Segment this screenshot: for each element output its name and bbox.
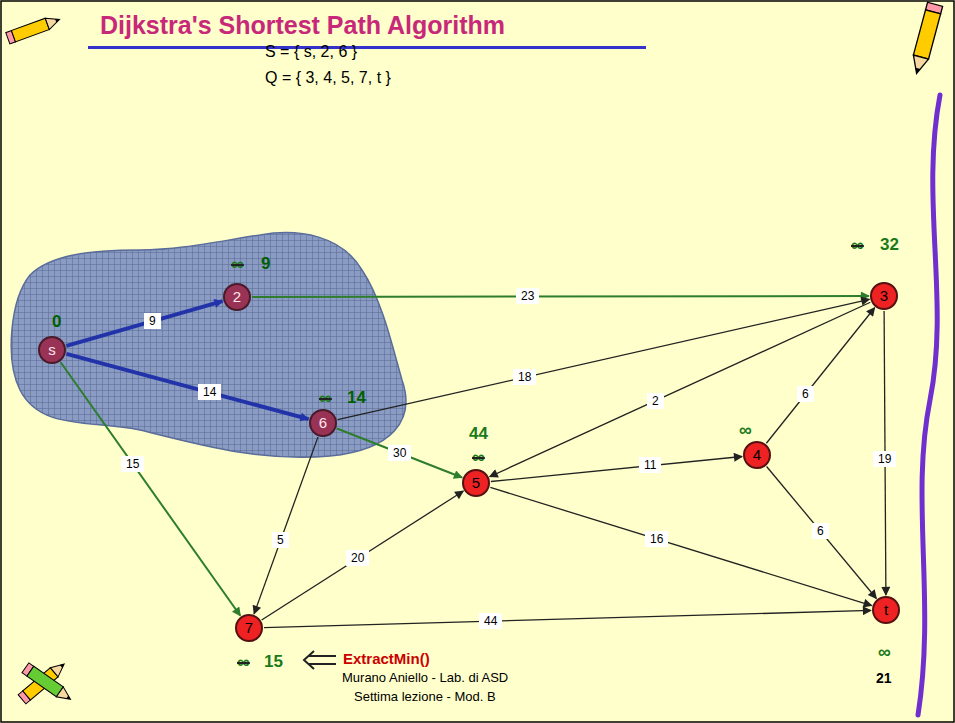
vertex-name: 6 <box>319 415 327 432</box>
vertex-name: 2 <box>233 289 241 306</box>
edge-weight: 20 <box>346 550 369 566</box>
vertex-name: 4 <box>753 447 761 464</box>
pencil-tip <box>56 687 74 704</box>
old-distance: ∞ <box>237 652 250 673</box>
slide-title: Dijkstra's Shortest Path Algorithm <box>100 11 505 40</box>
distance-value: 0 <box>52 312 61 332</box>
graph-edge <box>264 610 871 627</box>
graph-edge <box>337 428 462 477</box>
pencil-body <box>27 666 63 696</box>
distance-value: 14 <box>347 388 366 408</box>
title-underline <box>88 46 646 49</box>
distance-value: 44 <box>469 424 488 444</box>
pencil-body <box>913 10 940 59</box>
edge-weight: 5 <box>272 532 289 548</box>
edge-weight: 44 <box>479 613 502 629</box>
footer-text: Settima lezione - Mod. B <box>354 690 496 705</box>
footer-text: Murano Aniello - Lab. di ASD <box>342 671 508 686</box>
visited-set-cloud <box>11 233 406 458</box>
graph-vertex: 2 <box>223 283 251 311</box>
graph-edge <box>490 487 871 605</box>
graph-vertex: 3 <box>870 282 898 310</box>
graph-vertex: t <box>872 596 900 624</box>
set-s: S = { s, 2, 6 } <box>265 43 357 61</box>
old-distance: ∞ <box>472 447 485 468</box>
vertex-name: 5 <box>472 475 480 492</box>
pencil-icon <box>22 663 74 704</box>
old-distance: ∞ <box>319 388 332 409</box>
pencil-tip <box>50 659 68 677</box>
pencil-point <box>66 695 72 701</box>
graph-vertex: 7 <box>235 614 263 642</box>
distance-value: ∞ <box>878 642 891 663</box>
vertex-name: s <box>48 342 56 359</box>
old-distance: ∞ <box>231 254 244 275</box>
graph-edge <box>61 362 241 616</box>
graph-edge <box>262 491 464 620</box>
edge-weight: 15 <box>121 456 144 472</box>
pencil-tip <box>45 14 61 30</box>
pencil-tip <box>909 55 928 75</box>
graph-vertex: 6 <box>309 409 337 437</box>
pencil-body <box>11 18 49 42</box>
vertex-name: 7 <box>245 620 253 637</box>
edge-weight: 14 <box>198 384 221 400</box>
graph-vertex: 5 <box>462 469 490 497</box>
edge-weight: 2 <box>647 393 664 409</box>
graph-edge <box>252 295 869 298</box>
edge-weight: 30 <box>388 445 411 461</box>
set-q: Q = { 3, 4, 5, 7, t } <box>265 69 391 87</box>
vertex-name: t <box>884 602 888 619</box>
edge-weight: 18 <box>513 369 536 385</box>
pencil-icon <box>909 2 943 75</box>
pencil-icon <box>6 14 62 44</box>
edge-weight: 23 <box>516 288 539 304</box>
graph-edge <box>254 437 318 614</box>
graph-edge <box>766 308 874 444</box>
graph-edge <box>66 354 308 419</box>
distance-value: 9 <box>261 254 270 274</box>
graph-edge <box>490 302 871 477</box>
graph-vertex: 4 <box>743 441 771 469</box>
graph-edge <box>66 301 222 346</box>
old-distance: ∞ <box>851 235 864 256</box>
edge-weight: 9 <box>144 313 161 329</box>
graph-edge <box>491 456 742 481</box>
edge-weight: 6 <box>812 523 829 539</box>
distance-value: ∞ <box>739 420 752 441</box>
graph-vertex: s <box>38 336 66 364</box>
pointer-arrow <box>304 651 336 669</box>
distance-value: 32 <box>880 235 899 255</box>
vertex-name: 3 <box>880 288 888 305</box>
margin-wave <box>918 95 940 715</box>
slide-number: 21 <box>876 670 892 686</box>
edge-weight: 6 <box>797 386 814 402</box>
operation-note: ExtractMin() <box>343 650 430 667</box>
pencil-point <box>60 662 66 668</box>
edge-weight: 19 <box>873 451 896 467</box>
distance-value: 15 <box>264 652 283 672</box>
graph-edge <box>338 299 870 419</box>
edge-weight: 11 <box>639 457 661 473</box>
pencil-point <box>55 18 60 23</box>
edge-weight: 16 <box>645 531 668 547</box>
pencil-point <box>914 68 920 74</box>
